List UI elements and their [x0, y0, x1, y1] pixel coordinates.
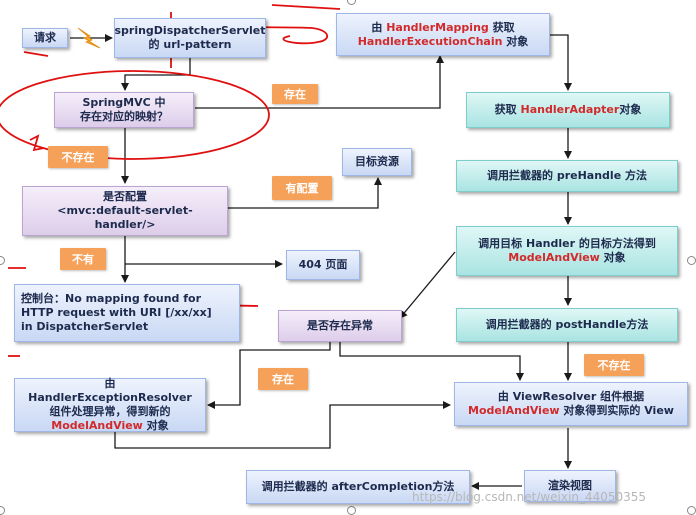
node-404-label: 404 页面	[298, 258, 348, 271]
tag-not-exists-label: 不存在	[61, 151, 95, 164]
selection-handle[interactable]	[687, 506, 696, 515]
tag-exception-exists: 存在	[258, 368, 308, 390]
node-console-message: 控制台：No mapping found for HTTP request wi…	[14, 284, 240, 342]
text-part: 调用拦截器的	[261, 480, 332, 493]
node-default-servlet-check: 是否配置 <mvc:default-servlet- handler/>	[22, 186, 228, 236]
text-part: 方法	[432, 480, 455, 493]
text-highlight: ModelAndView	[508, 251, 600, 264]
node-mapping-line1: SpringMVC 中	[82, 96, 166, 109]
node-call-target: 调用目标 Handler 的目标方法得到 ModelAndView 对象	[456, 226, 678, 276]
red-dash-left	[23, 51, 49, 57]
text-part: 由	[497, 390, 513, 403]
node-dispatcher-servlet: springDispatcherServlet 的 url-pattern	[114, 18, 266, 58]
text-highlight: HandlerAdapter	[520, 103, 620, 116]
selection-handle[interactable]	[347, 0, 356, 5]
tag-configured: 有配置	[272, 176, 332, 200]
tag-no-exception: 不存在	[584, 354, 644, 376]
text-part: 调用拦截器的	[485, 318, 556, 331]
text-highlight: ModelAndView	[51, 419, 143, 432]
lightning-icon	[77, 27, 101, 49]
node-dispatcher-line2b: url-pattern	[163, 38, 232, 51]
node-posthandle: 调用拦截器的 postHandle方法	[456, 308, 678, 342]
node-dispatcher-line1: springDispatcherServlet	[114, 24, 266, 37]
text-part: 由	[371, 20, 387, 34]
node-mapping-line2: 存在对应的映射？	[80, 110, 168, 123]
tag-exception-exists-label: 存在	[272, 373, 294, 386]
text-part: 对象得到实际的 View	[559, 404, 674, 417]
text-part: afterCompletion	[331, 480, 433, 493]
tag-not-exists: 不存在	[48, 146, 108, 168]
node-default-line1: 是否配置	[103, 190, 147, 203]
text-highlight: HandlerExecutionChain	[357, 34, 503, 48]
node-view-resolver: 由 ViewResolver 组件根据 ModelAndView 对象得到实际的…	[454, 382, 688, 426]
node-resolver-line2: 组件处理异常，得到新的	[49, 405, 171, 418]
node-render-view-label: 渲染视图	[548, 479, 592, 492]
text-part: postHandle	[555, 318, 627, 331]
text-part: ViewResolver	[512, 390, 597, 403]
text-part: HandlerExceptionResolver	[28, 391, 192, 404]
edge-dispatcher-mapping-check	[121, 58, 191, 91]
text-part: 调用拦截器的	[486, 169, 557, 182]
node-dispatcher-line2a: 的	[148, 38, 164, 51]
edge-target-exception	[399, 251, 456, 319]
node-exception-check-label: 是否存在异常	[307, 319, 373, 332]
edge-noexception-viewresolver	[339, 342, 524, 381]
node-mapping-exists-check: SpringMVC 中 存在对应的映射？	[54, 92, 194, 128]
node-target-resource-label: 目标资源	[355, 155, 399, 168]
selection-handle[interactable]	[0, 256, 5, 265]
node-get-adapter: 获取 HandlerAdapter对象	[466, 92, 670, 128]
node-default-line3: handler/>	[94, 218, 156, 231]
red-top-stroke	[271, 4, 341, 10]
text-highlight: ModelAndView	[468, 404, 560, 417]
node-console-line1: 控制台：No mapping found for	[21, 292, 202, 305]
selection-handle[interactable]	[347, 506, 356, 515]
text-part: 获取	[488, 20, 515, 34]
edge-handlermapping-adapter	[550, 34, 572, 91]
text-part: 由	[104, 377, 116, 390]
node-after-completion: 调用拦截器的 afterCompletion方法	[246, 470, 470, 504]
tag-not-configured-label: 不有	[72, 253, 94, 266]
text-part: 对象	[619, 103, 642, 116]
node-console-line3: in DispatcherServlet	[21, 320, 149, 333]
node-console-line2: HTTP request with URI [/xx/xx]	[21, 306, 212, 319]
tag-no-exception-label: 不存在	[597, 359, 631, 372]
text-part: 对象	[142, 419, 169, 432]
node-request-label: 请求	[34, 31, 56, 44]
node-exception-resolver: 由 HandlerExceptionResolver 组件处理异常，得到新的 M…	[14, 377, 206, 432]
node-404-page: 404 页面	[286, 250, 360, 280]
text-part: 方法	[626, 318, 649, 331]
text-part: 组件根据	[596, 390, 645, 403]
text-part: 方法	[621, 169, 647, 182]
text-part: preHandle	[556, 169, 622, 182]
tag-configured-label: 有配置	[285, 182, 319, 195]
text-highlight: HandlerMapping	[386, 20, 489, 34]
red-mark-left	[29, 134, 45, 152]
selection-handle[interactable]	[0, 506, 5, 515]
text-part: 获取	[494, 103, 521, 116]
node-handler-mapping: 由 HandlerMapping 获取 HandlerExecutionChai…	[336, 13, 550, 56]
selection-handle[interactable]	[687, 256, 696, 265]
node-prehandle: 调用拦截器的 preHandle 方法	[456, 160, 678, 192]
tag-not-configured: 不有	[60, 248, 106, 270]
node-call-target-line1: 调用目标 Handler 的目标方法得到	[478, 237, 656, 250]
text-part: 对象	[502, 34, 529, 48]
node-exception-check: 是否存在异常	[278, 310, 402, 342]
node-render-view: 渲染视图	[524, 470, 616, 502]
node-target-resource: 目标资源	[342, 148, 412, 176]
tag-exists-label: 存在	[284, 88, 306, 101]
node-default-line2: <mvc:default-servlet-	[57, 204, 193, 217]
tag-exists: 存在	[272, 84, 318, 104]
watermark: https://blog.csdn.net/weixin_44050355	[412, 490, 647, 504]
node-request: 请求	[22, 28, 68, 48]
text-part: 对象	[599, 251, 626, 264]
